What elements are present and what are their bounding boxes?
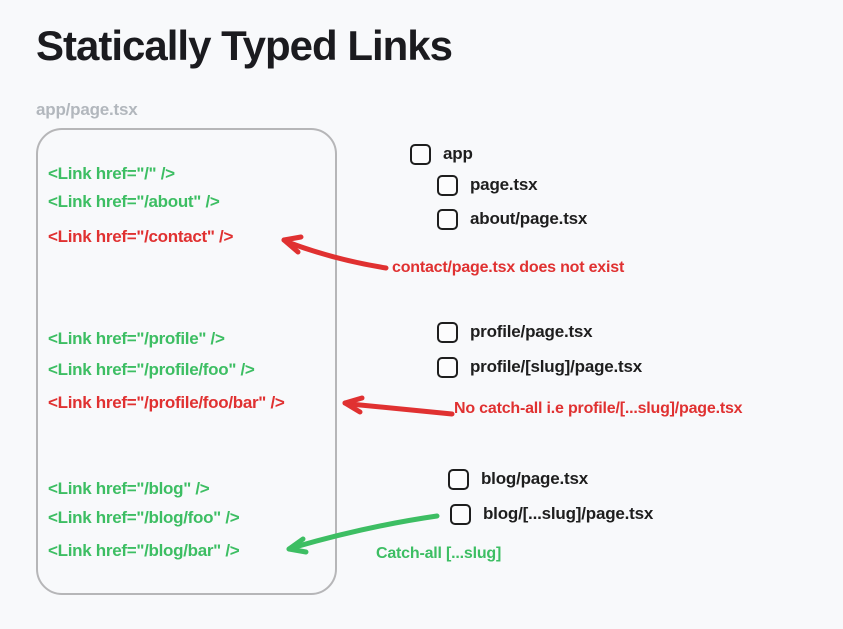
- code-line-contact: <Link href="/contact" />: [48, 227, 234, 246]
- code-line-blog: <Link href="/blog" />: [48, 479, 210, 498]
- tree-item-label: app: [443, 144, 473, 163]
- code-line-blog-bar: <Link href="/blog/bar" />: [48, 541, 240, 560]
- tree-item-label: blog/[...slug]/page.tsx: [483, 504, 654, 523]
- page-title: Statically Typed Links: [36, 22, 453, 69]
- code-line-profile: <Link href="/profile" />: [48, 329, 225, 348]
- tree-item-page: page.tsx: [437, 174, 538, 196]
- checkbox-icon: [437, 356, 458, 378]
- tree-item-label: blog/page.tsx: [481, 469, 588, 488]
- checkbox-icon: [437, 208, 458, 230]
- code-line-profile-foo: <Link href="/profile/foo" />: [48, 360, 255, 379]
- tree-item-profile-slug-page: profile/[slug]/page.tsx: [437, 356, 642, 378]
- arrow-no-catch-all-icon: [342, 395, 455, 417]
- tree-item-app: app: [410, 143, 473, 165]
- tree-item-label: page.tsx: [470, 175, 538, 194]
- checkbox-icon: [448, 468, 469, 490]
- checkbox-icon: [450, 503, 471, 525]
- annotation-no-catch-all: No catch-all i.e profile/[...slug]/page.…: [454, 400, 743, 417]
- checkbox-icon: [437, 321, 458, 343]
- code-line-profile-foo-bar: <Link href="/profile/foo/bar" />: [48, 393, 285, 412]
- tree-item-label: profile/page.tsx: [470, 322, 593, 341]
- code-box: <Link href="/" /> <Link href="/about" />…: [36, 128, 337, 595]
- tree-item-blog-catchall-page: blog/[...slug]/page.tsx: [450, 503, 653, 525]
- checkbox-icon: [437, 174, 458, 196]
- file-label: app/page.tsx: [36, 100, 138, 119]
- checkbox-icon: [410, 143, 431, 165]
- code-line-root: <Link href="/" />: [48, 164, 175, 183]
- tree-item-blog-page: blog/page.tsx: [448, 468, 588, 490]
- tree-item-label: about/page.tsx: [470, 209, 588, 228]
- tree-item-profile-page: profile/page.tsx: [437, 321, 593, 343]
- code-line-about: <Link href="/about" />: [48, 192, 220, 211]
- annotation-catch-all: Catch-all [...slug]: [376, 545, 502, 562]
- code-line-blog-foo: <Link href="/blog/foo" />: [48, 508, 240, 527]
- tree-item-about-page: about/page.tsx: [437, 208, 587, 230]
- tree-item-label: profile/[slug]/page.tsx: [470, 357, 643, 376]
- annotation-contact-missing: contact/page.tsx does not exist: [392, 259, 625, 276]
